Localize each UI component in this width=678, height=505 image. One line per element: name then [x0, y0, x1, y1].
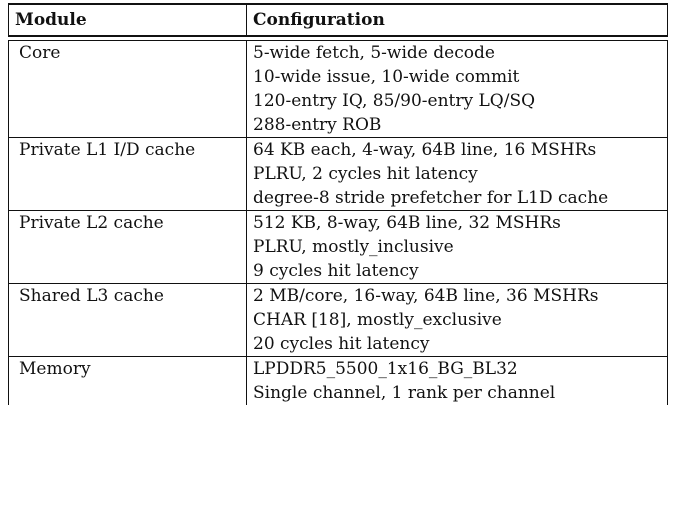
- config-line: PLRU, mostly_inclusive: [253, 237, 454, 257]
- config-line: 9 cycles hit latency: [253, 261, 419, 281]
- module-cell: Core: [8, 40, 247, 138]
- header-configuration: Configuration: [246, 3, 668, 37]
- config-cell: 2 MB/core, 16-way, 64B line, 36 MSHRs CH…: [246, 283, 668, 357]
- config-cell: 512 KB, 8-way, 64B line, 32 MSHRs PLRU, …: [246, 210, 668, 284]
- configuration-table: Module Configuration Core 5-wide fetch, …: [8, 3, 668, 405]
- config-line: 2 MB/core, 16-way, 64B line, 36 MSHRs: [253, 286, 599, 306]
- config-line: LPDDR5_5500_1x16_BG_BL32: [253, 359, 518, 379]
- config-cell: 64 KB each, 4-way, 64B line, 16 MSHRs PL…: [246, 137, 668, 211]
- config-cell: 5-wide fetch, 5-wide decode 10-wide issu…: [246, 40, 668, 138]
- module-cell: Shared L3 cache: [8, 283, 247, 357]
- header-module: Module: [8, 3, 247, 37]
- config-line: 64 KB each, 4-way, 64B line, 16 MSHRs: [253, 140, 597, 160]
- config-line: degree-8 stride prefetcher for L1D cache: [253, 188, 609, 208]
- table-row: Shared L3 cache 2 MB/core, 16-way, 64B l…: [8, 283, 668, 357]
- config-line: 512 KB, 8-way, 64B line, 32 MSHRs: [253, 213, 561, 233]
- table-row: Private L1 I/D cache 64 KB each, 4-way, …: [8, 137, 668, 211]
- module-cell: Private L1 I/D cache: [8, 137, 247, 211]
- config-line: Single channel, 1 rank per channel: [253, 383, 556, 403]
- config-line: 5-wide fetch, 5-wide decode: [253, 43, 495, 63]
- config-line: 288-entry ROB: [253, 115, 382, 135]
- config-line: CHAR [18], mostly_exclusive: [253, 310, 502, 330]
- table-row: Private L2 cache 512 KB, 8-way, 64B line…: [8, 210, 668, 284]
- config-line: 120-entry IQ, 85/90-entry LQ/SQ: [253, 91, 536, 111]
- table-header-row: Module Configuration: [8, 3, 668, 37]
- config-line: PLRU, 2 cycles hit latency: [253, 164, 478, 184]
- table-row: Memory LPDDR5_5500_1x16_BG_BL32 Single c…: [8, 356, 668, 405]
- module-cell: Private L2 cache: [8, 210, 247, 284]
- table-row: Core 5-wide fetch, 5-wide decode 10-wide…: [8, 40, 668, 138]
- config-line: 20 cycles hit latency: [253, 334, 430, 354]
- header-gap: [8, 36, 668, 41]
- config-cell: LPDDR5_5500_1x16_BG_BL32 Single channel,…: [246, 356, 668, 405]
- module-cell: Memory: [8, 356, 247, 405]
- config-line: 10-wide issue, 10-wide commit: [253, 67, 520, 87]
